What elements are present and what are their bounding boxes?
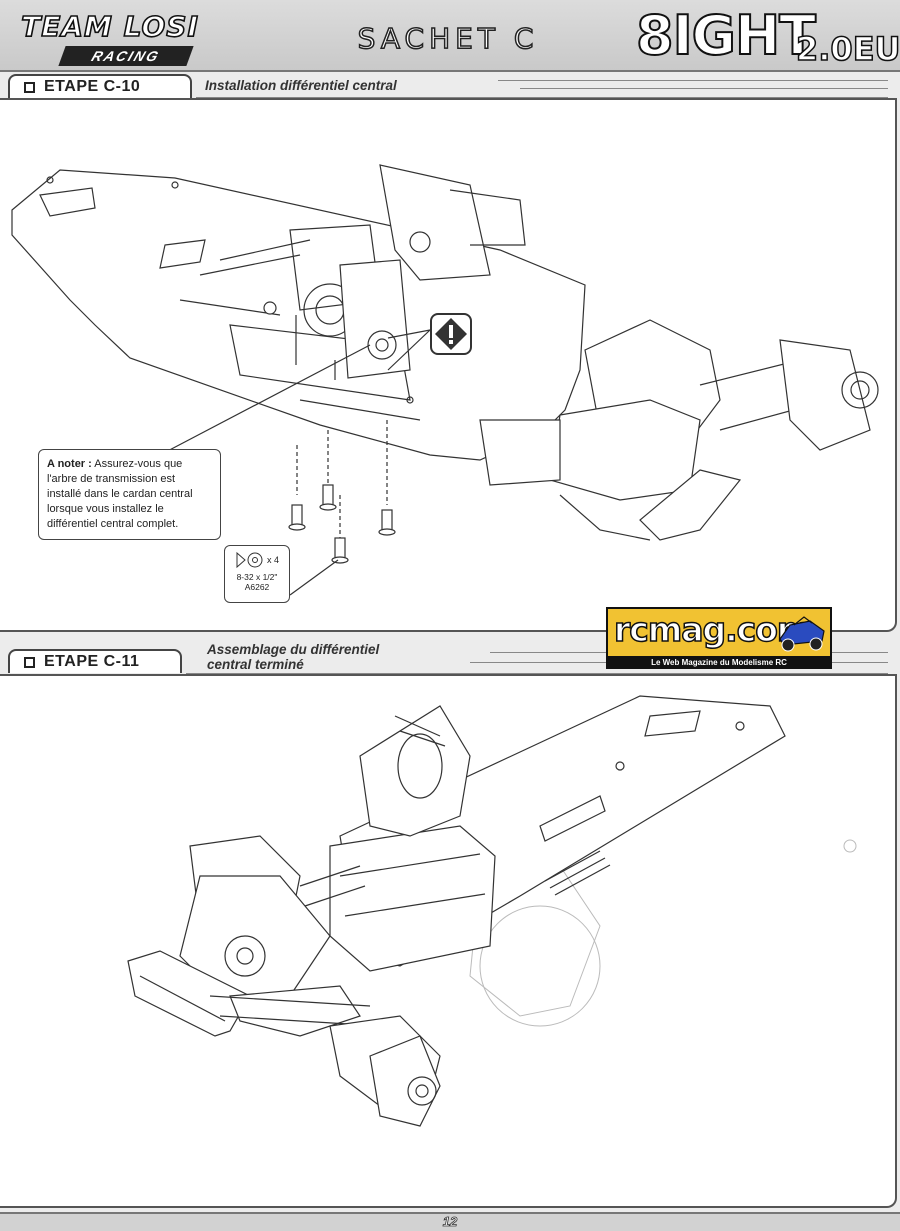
hardware-quantity: x 4 xyxy=(266,555,279,565)
note-text: installé dans le cardan central xyxy=(47,488,193,500)
note-text: l'arbre de transmission est xyxy=(47,473,176,485)
banner-rule xyxy=(186,673,888,674)
screw-icon xyxy=(236,551,263,569)
hardware-size: 8-32 x 1/2" xyxy=(236,572,278,582)
step-c11-panel xyxy=(0,674,897,1208)
banner-rule xyxy=(196,97,888,98)
step-c10-panel xyxy=(0,98,897,632)
step-c10-caption: Installation différentiel central xyxy=(205,78,397,93)
model-name: 8IGHT xyxy=(635,3,817,68)
note-text: lorsque vous installez le xyxy=(47,503,164,515)
rc-car-icon xyxy=(779,616,825,652)
bag-title: SACHET C xyxy=(357,21,539,56)
rcmag-watermark: rcmag.com Le Web Magazine du Modelisme R… xyxy=(606,607,832,669)
note-callout: A noter : Assurez-vous que l'arbre de tr… xyxy=(38,449,221,540)
header-divider xyxy=(0,70,900,72)
step-c10-checkbox[interactable] xyxy=(24,81,35,93)
watermark-tagline: Le Web Magazine du Modelisme RC xyxy=(608,656,830,669)
step-c11-label: ETAPE C-11 xyxy=(44,653,140,670)
step-c11-caption-line: Assemblage du différentiel xyxy=(207,642,380,657)
warning-icon xyxy=(430,313,472,355)
step-c11-caption: Assemblage du différentiel central termi… xyxy=(207,642,379,672)
note-text: Assurez-vous que xyxy=(91,458,183,470)
banner-rule xyxy=(520,88,888,89)
brand-bottom-text: RACING xyxy=(58,46,194,66)
brand-top-text: TEAM LOSI xyxy=(20,9,199,44)
watermark-name: rcmag.com xyxy=(613,609,812,650)
note-text: différentiel central complet. xyxy=(47,518,179,530)
page-header: TEAM LOSI RACING SACHET C 8IGHT 2.0EU xyxy=(0,0,900,70)
banner-rule xyxy=(498,80,888,81)
model-suffix: 2.0EU xyxy=(795,29,900,69)
step-c10-label: ETAPE C-10 xyxy=(44,78,141,95)
note-label: A noter : xyxy=(47,458,92,470)
hardware-callout: x 4 8-32 x 1/2" A6262 xyxy=(224,545,290,603)
step-c11-tab: ETAPE C-11 xyxy=(8,649,182,673)
hardware-part-number: A6262 xyxy=(244,582,270,592)
step-c11-checkbox[interactable] xyxy=(24,656,35,668)
page-number: 12 xyxy=(442,1214,458,1230)
step-c11-caption-line: central terminé xyxy=(207,657,304,672)
team-losi-logo: TEAM LOSI RACING xyxy=(10,8,210,70)
page-footer xyxy=(0,1212,900,1231)
step-c10-tab: ETAPE C-10 xyxy=(8,74,192,98)
completed-center-diff-illustration xyxy=(127,695,857,1127)
center-diff-installation-illustration xyxy=(11,164,879,596)
